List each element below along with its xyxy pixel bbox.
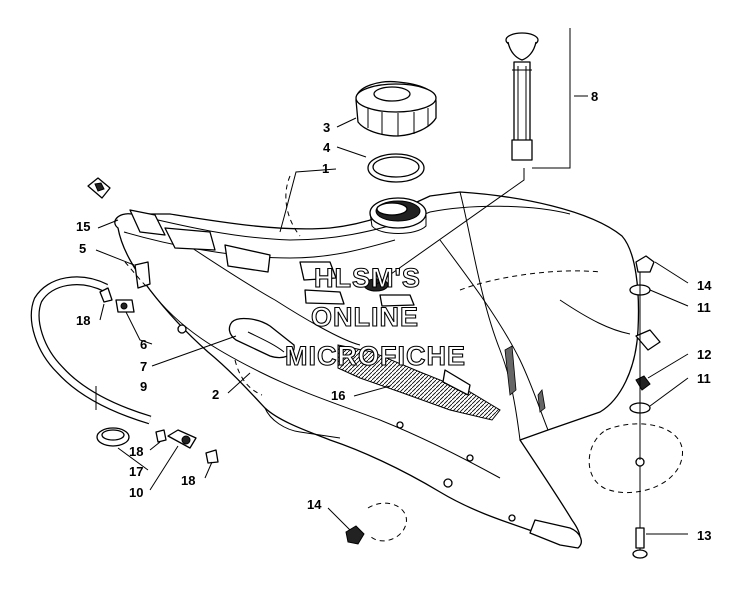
callout-2: 2 bbox=[212, 387, 219, 402]
callout-11-lower: 11 bbox=[697, 371, 711, 386]
mount-hardware-right bbox=[588, 255, 683, 559]
fuel-fitting bbox=[115, 261, 151, 313]
callout-6: 6 bbox=[140, 337, 147, 352]
callout-8: 8 bbox=[591, 89, 598, 104]
gasket-ring bbox=[367, 153, 425, 183]
callout-10: 10 bbox=[129, 485, 143, 500]
callout-9: 9 bbox=[140, 379, 147, 394]
callout-18-right: 18 bbox=[181, 473, 195, 488]
watermark-line-1: HLSM'S bbox=[314, 263, 421, 293]
small-clamps bbox=[99, 287, 219, 464]
watermark-line-3: MICROFICHE bbox=[285, 341, 466, 371]
tank-pad bbox=[228, 317, 295, 359]
fuel-filter bbox=[167, 429, 197, 449]
callout-14-lower: 14 bbox=[307, 497, 322, 512]
callout-5: 5 bbox=[79, 241, 86, 256]
fuel-hose bbox=[30, 276, 152, 425]
front-bracket bbox=[87, 177, 111, 199]
callout-12: 12 bbox=[697, 347, 711, 362]
callout-1: 1 bbox=[322, 161, 329, 176]
callout-3: 3 bbox=[323, 120, 330, 135]
callout-15: 15 bbox=[76, 219, 90, 234]
callout-18-left: 18 bbox=[76, 313, 90, 328]
callout-16: 16 bbox=[331, 388, 345, 403]
leader-lines bbox=[95, 28, 689, 535]
callout-7: 7 bbox=[140, 359, 147, 374]
callout-labels: 1 2 3 4 5 6 7 8 9 10 11 11 12 13 14 14 1… bbox=[76, 89, 712, 543]
lower-nut bbox=[345, 502, 407, 545]
callout-13: 13 bbox=[697, 528, 711, 543]
callout-18-middle: 18 bbox=[129, 444, 143, 459]
hidden-lines bbox=[124, 175, 601, 396]
callout-11-upper: 11 bbox=[697, 300, 711, 315]
callout-17: 17 bbox=[129, 464, 143, 479]
watermark: HLSM'S ONLINE MICROFICHE bbox=[284, 262, 466, 371]
callout-14-right: 14 bbox=[697, 278, 712, 293]
hose-clamp bbox=[96, 427, 130, 447]
heat-shield-pad bbox=[337, 344, 501, 421]
fuel-cap bbox=[355, 80, 437, 137]
watermark-line-2: ONLINE bbox=[311, 302, 419, 332]
fuel-gauge-sender bbox=[373, 32, 539, 287]
callout-4: 4 bbox=[323, 140, 331, 155]
